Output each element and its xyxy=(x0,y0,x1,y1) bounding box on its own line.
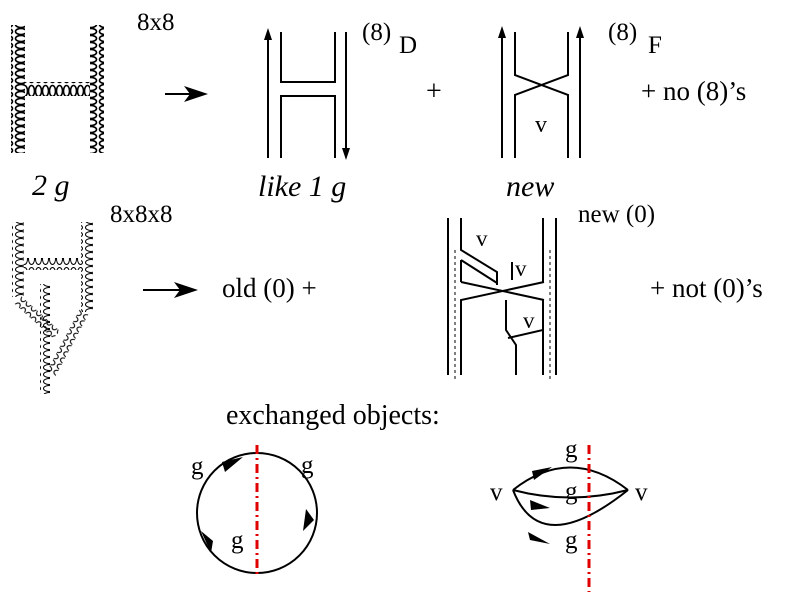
label-v-f: v xyxy=(535,112,547,138)
label-v-lens-left: v xyxy=(490,479,503,506)
label-new: new xyxy=(506,170,554,203)
label-8x8: 8x8 xyxy=(137,9,175,36)
label-v-upper: v xyxy=(476,226,488,251)
label-8x8x8: 8x8x8 xyxy=(110,201,173,228)
label-g-lens-top: g xyxy=(565,436,578,463)
two-gluon-ring xyxy=(196,445,318,578)
new-singlet-cut-line xyxy=(454,250,551,380)
label-not-0s: + not (0)’s xyxy=(650,273,763,303)
label-8F-sup: (8) xyxy=(608,19,637,46)
three-gluon-lens xyxy=(512,445,629,592)
f-type-diagram xyxy=(498,26,584,158)
label-g-lens-bottom: g xyxy=(565,527,578,554)
arrow-right-2 xyxy=(143,282,198,298)
gluon-right xyxy=(90,25,104,153)
label-old-0: old (0) + xyxy=(222,273,317,303)
new-singlet-diagram xyxy=(447,218,557,375)
label-like-1g: like 1 g xyxy=(258,170,346,203)
gluon-left xyxy=(11,25,25,153)
label-v-lower: v xyxy=(523,308,535,333)
label-g-lens-mid: g xyxy=(565,478,578,505)
label-g-left-top: g xyxy=(191,453,204,480)
label-new-0: new (0) xyxy=(578,201,655,228)
label-8F-sub: F xyxy=(648,32,662,59)
label-g-right-top: g xyxy=(301,452,314,479)
label-2g: 2 g xyxy=(32,169,70,202)
label-no-8s: + no (8)’s xyxy=(641,76,746,106)
label-g-left-bottom: g xyxy=(231,527,244,554)
label-v-lens-right: v xyxy=(635,479,648,506)
label-v-middle: v xyxy=(515,256,527,281)
three-gluon-diagram xyxy=(12,222,93,394)
label-8D-sub: D xyxy=(399,32,417,59)
title-exchanged-objects: exchanged objects: xyxy=(226,400,440,431)
plus-sign-1: + xyxy=(426,76,442,107)
d-type-diagram xyxy=(264,28,350,160)
arrow-right-1 xyxy=(165,86,208,102)
label-8D-sup: (8) xyxy=(362,19,391,46)
gluon-rung xyxy=(25,82,90,96)
two-gluon-diagram xyxy=(11,25,104,153)
